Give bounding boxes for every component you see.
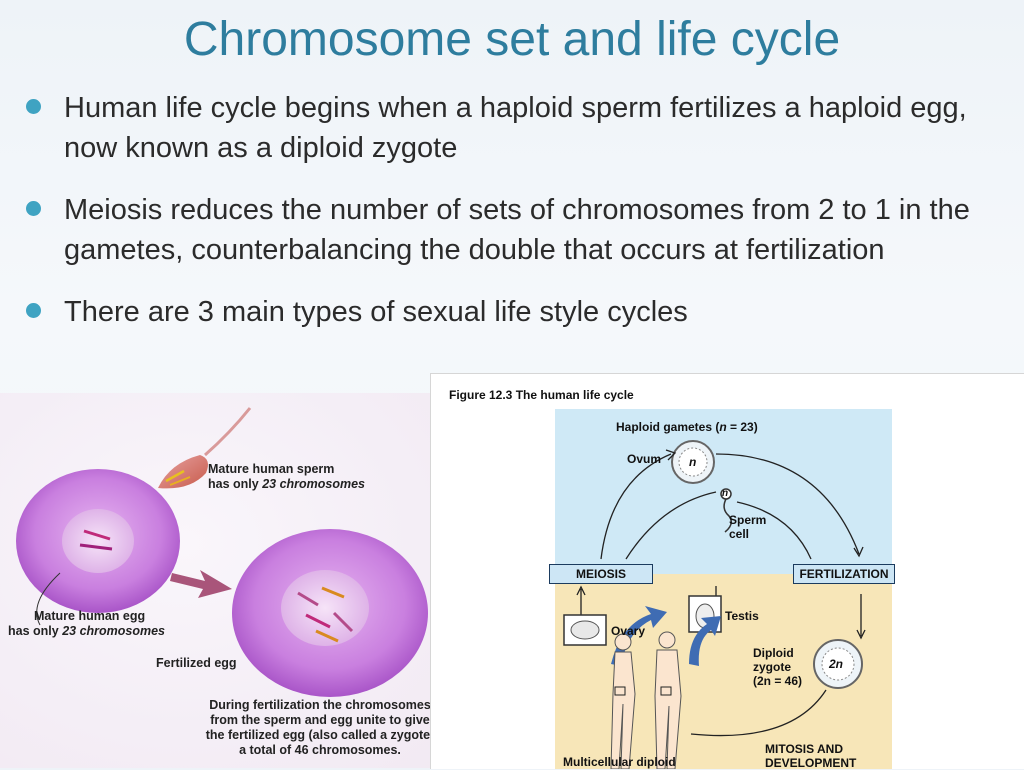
sperm-cell-label: Sperm cell (729, 513, 767, 541)
fertilization-caption: During fertilization the chromosomes fro… (205, 698, 435, 757)
bullet-text: Meiosis reduces the number of sets of ch… (64, 194, 970, 266)
arrow-icon (611, 606, 667, 666)
haploid-gametes-label: Haploid gametes (n = 23) (616, 420, 758, 434)
ovum-n-label: n (689, 455, 697, 469)
bullet-dot-icon (26, 303, 41, 318)
slide-title: Chromosome set and life cycle (183, 13, 841, 66)
egg-nucleus (62, 509, 134, 573)
life-cycle-drawing (563, 440, 866, 769)
bullet-dot-icon (26, 99, 41, 114)
zygote-2n-label: 2n (829, 657, 844, 671)
male-figure (654, 631, 682, 769)
arrow-icon (689, 616, 721, 666)
egg-label: Mature human egg has only 23 chromosomes (8, 609, 166, 638)
figure-caption: Figure 12.3 The human life cycle (449, 388, 634, 402)
life-cycle-figure: Figure 12.3 The human life cycle (430, 373, 1024, 770)
multicellular-label: Multicellular diploid (563, 755, 676, 769)
bullet-text: Human life cycle begins when a haploid s… (64, 92, 967, 164)
zygote-label: Diploid zygote (2n = 46) (753, 646, 803, 688)
bullet-item: Human life cycle begins when a haploid s… (24, 88, 984, 168)
ovary-label: Ovary (611, 624, 646, 638)
sperm-label: Mature human sperm has only 23 chromosom… (208, 462, 366, 491)
testis-label: Testis (725, 609, 759, 623)
fertilized-egg-label: Fertilized egg (156, 656, 237, 670)
sperm-n-label: n (722, 488, 729, 499)
bullet-item: Meiosis reduces the number of sets of ch… (24, 190, 984, 270)
bullet-item: There are 3 main types of sexual life st… (24, 292, 984, 332)
bullet-text: There are 3 main types of sexual life st… (64, 296, 688, 328)
mitosis-label: MITOSIS AND DEVELOPMENT (765, 742, 857, 770)
arrow-icon (170, 570, 232, 598)
bullet-list: Human life cycle begins when a haploid s… (24, 88, 984, 354)
bullet-dot-icon (26, 201, 41, 216)
fertilization-illustration: Mature human sperm has only 23 chromosom… (0, 393, 460, 768)
female-figure (610, 633, 636, 769)
fertilization-box: FERTILIZATION (793, 564, 895, 584)
ovum-label: Ovum (627, 452, 662, 466)
fertilization-drawing (16, 407, 428, 697)
meiosis-box: MEIOSIS (549, 564, 653, 584)
